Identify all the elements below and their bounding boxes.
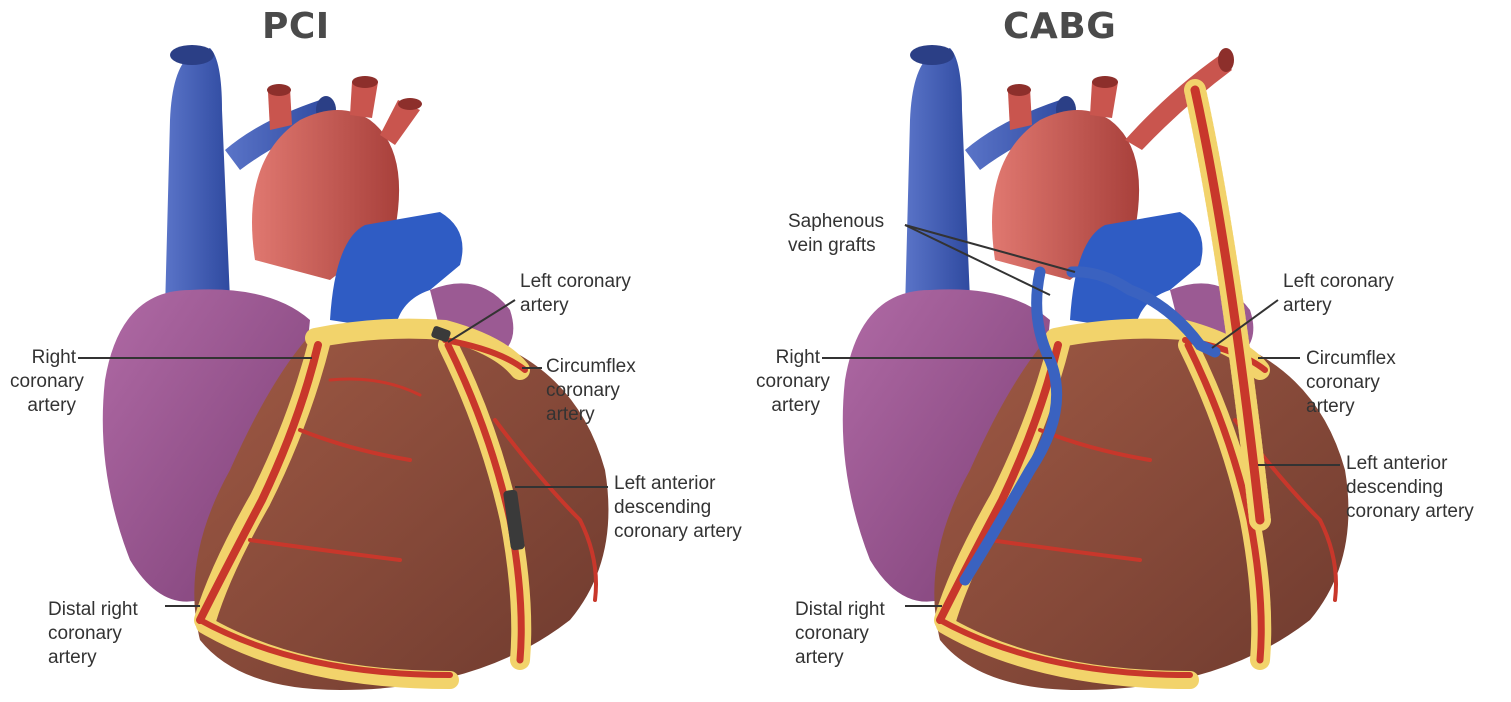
cabg-label-left-coronary: Left coronary artery <box>1283 270 1394 318</box>
pci-label-lad: Left anterior descending coronary artery <box>614 472 742 544</box>
internal-mammary-artery-origin <box>1125 55 1232 150</box>
pci-label-right-coronary: Right coronary artery <box>10 346 76 418</box>
pci-label-distal-right: Distal right coronary artery <box>48 598 138 670</box>
mammary-opening <box>1218 48 1234 72</box>
cabg-label-right-coronary: Right coronary artery <box>756 346 820 418</box>
cabg-title: CABG <box>1003 6 1116 47</box>
aortic-branch-opening-2 <box>398 98 422 110</box>
pci-label-left-coronary: Left coronary artery <box>520 270 631 318</box>
pci-label-circumflex: Circumflex coronary artery <box>546 355 636 427</box>
cabg-label-saphenous: Saphenous vein grafts <box>788 210 884 258</box>
pci-heart <box>78 45 608 690</box>
cabg-label-distal-right: Distal right coronary artery <box>795 598 885 670</box>
aortic-branch-opening-1 <box>1092 76 1118 88</box>
superior-vena-cava <box>905 48 970 310</box>
superior-vena-cava <box>165 48 230 310</box>
cabg-heart <box>822 45 1348 690</box>
small-artery-opening <box>267 84 291 96</box>
small-artery-opening <box>1007 84 1031 96</box>
aortic-branch-opening-1 <box>352 76 378 88</box>
pci-title: PCI <box>262 6 330 47</box>
cabg-label-lad: Left anterior descending coronary artery <box>1346 452 1474 524</box>
svc-opening <box>170 45 214 65</box>
cabg-label-circumflex: Circumflex coronary artery <box>1306 347 1396 419</box>
svc-opening <box>910 45 954 65</box>
